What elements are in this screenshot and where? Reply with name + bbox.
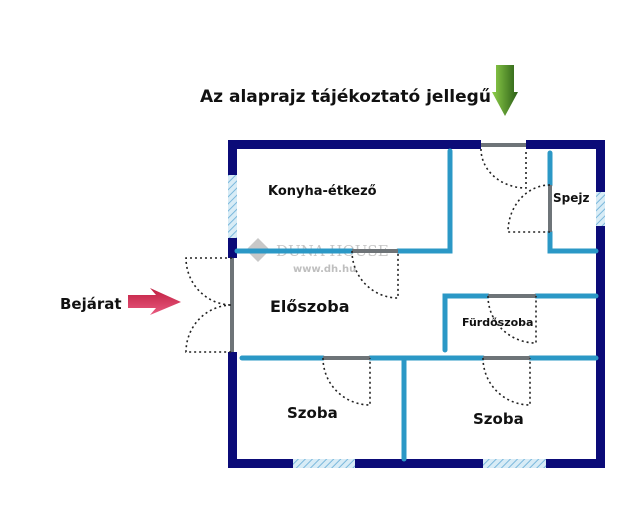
watermark: DUNA HOUSE www.dh.hu xyxy=(246,238,389,275)
window xyxy=(293,459,355,468)
inner-walls xyxy=(234,148,599,462)
room-label-hall: Előszoba xyxy=(270,297,349,316)
room-label-pantry: Spejz xyxy=(553,191,589,205)
window xyxy=(228,175,237,238)
plan-disclaimer-title: Az alaprajz tájékoztató jellegű xyxy=(200,87,491,107)
room-label-kitchen: Konyha-étkező xyxy=(268,184,377,199)
entrance-arrow-icon xyxy=(128,288,181,315)
window xyxy=(596,192,605,226)
room-label-room1: Szoba xyxy=(287,404,338,422)
doors xyxy=(185,143,552,406)
room-label-room2: Szoba xyxy=(473,410,524,428)
room-label-bathroom: Fürdőszoba xyxy=(462,316,533,329)
entrance-label: Bejárat xyxy=(60,295,122,313)
north-arrow-icon xyxy=(492,65,518,116)
watermark-url: www.dh.hu xyxy=(293,264,356,275)
window xyxy=(483,459,546,468)
